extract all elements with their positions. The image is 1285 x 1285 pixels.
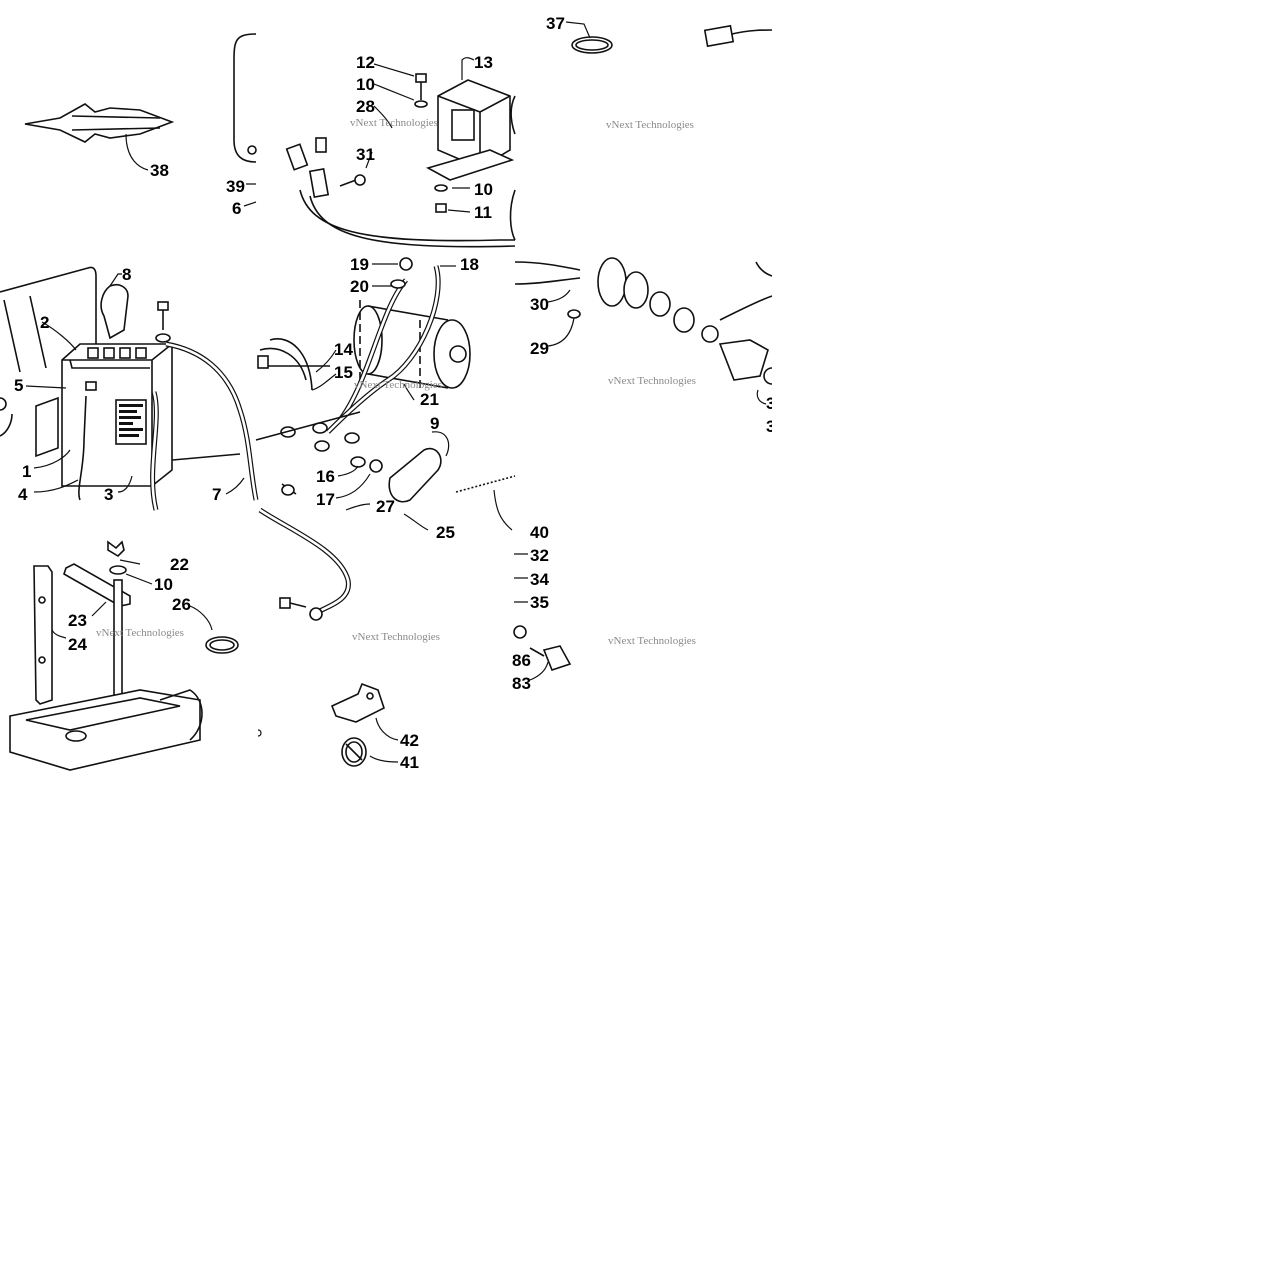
- callout-38: 38: [150, 161, 169, 180]
- part-27-terminal: [281, 483, 297, 496]
- callout-2: 2: [40, 313, 49, 332]
- part-38-decal: [24, 103, 175, 171]
- part-24-strap: [33, 565, 53, 705]
- watermarks: vNext Technologies vNext Technologies vN…: [96, 117, 696, 647]
- callout-39: 39: [226, 177, 245, 196]
- callout-34: 34: [530, 570, 549, 589]
- callout-32: 32: [530, 546, 549, 565]
- callout-17: 17: [316, 490, 335, 509]
- callout-11: 11: [474, 203, 492, 222]
- callout-9: 9: [430, 414, 439, 433]
- part-26-clamp: [205, 636, 239, 654]
- callout-15: 15: [334, 363, 353, 382]
- callout-26: 26: [172, 595, 191, 614]
- part-31-screw: [339, 174, 366, 187]
- callout-21: 21: [420, 390, 439, 409]
- part-39-panel: [233, 33, 257, 207]
- callout-16: 16: [316, 467, 335, 486]
- callout-10: 10: [154, 575, 173, 594]
- part-bolt-battery: [155, 301, 171, 343]
- callout-1: 1: [22, 462, 31, 481]
- watermark-text: vNext Technologies: [608, 635, 696, 647]
- callout-3: 3: [104, 485, 113, 504]
- callout-14: 14: [334, 340, 353, 359]
- part-8-terminal-boot: [100, 273, 129, 340]
- part-9-boot: [388, 447, 442, 503]
- callout-41: 41: [400, 753, 419, 772]
- callout-42: 42: [400, 731, 419, 750]
- part-30-ignition-switch: [514, 257, 781, 385]
- part-7-cable: [165, 341, 351, 621]
- part-12-bolt: [414, 73, 448, 213]
- watermark-text: vNext Technologies: [350, 117, 438, 129]
- callout-6: 6: [232, 199, 241, 218]
- callout-10: 10: [474, 180, 493, 199]
- callout-7: 7: [212, 485, 221, 504]
- part-21-starter: [353, 300, 471, 390]
- callout-22: 22: [170, 555, 189, 574]
- part-18-cable: [326, 265, 441, 434]
- part-29-bulb: [567, 309, 581, 319]
- callout-27: 27: [376, 497, 395, 516]
- callout-8: 8: [122, 265, 131, 284]
- callout-83: 83: [512, 674, 531, 693]
- callout-86: 86: [512, 651, 531, 670]
- part-40-conduit: [455, 475, 516, 531]
- watermark-text: vNext Technologies: [96, 627, 184, 639]
- callout-19: 19: [350, 255, 369, 274]
- part-33-key: [513, 625, 572, 671]
- part-42-bracket: [330, 682, 385, 723]
- watermark-text: vNext Technologies: [354, 379, 442, 391]
- part-13-solenoid: [425, 57, 515, 181]
- callout-3-cut: 3: [766, 394, 775, 413]
- callout-23: 23: [68, 611, 87, 630]
- part-4-cable: [78, 391, 159, 511]
- part-41-clamp: [341, 737, 367, 767]
- callout-4: 4: [18, 485, 28, 504]
- callout-3-cut: 3: [766, 417, 775, 436]
- watermark-text: vNext Technologies: [352, 631, 440, 643]
- callout-37: 37: [546, 14, 565, 33]
- callout-labels: 1 2 3 4 5 6 7 8 9 10 10 10 11 12 13 14 1…: [14, 14, 775, 772]
- callout-25: 25: [436, 523, 455, 542]
- callout-28: 28: [356, 97, 375, 116]
- part-28-fuse-holder: [285, 137, 516, 248]
- callout-24: 24: [68, 635, 87, 654]
- part-19-nut: [390, 257, 413, 289]
- callout-13: 13: [474, 53, 493, 72]
- part-connector: [703, 24, 773, 48]
- callout-31: 31: [356, 145, 375, 164]
- callout-5: 5: [14, 376, 23, 395]
- watermark-text: vNext Technologies: [608, 375, 696, 387]
- part-5-bracket: [35, 396, 59, 458]
- part-37-strap: [565, 21, 613, 54]
- callout-12: 12: [356, 53, 375, 72]
- callout-30: 30: [530, 295, 549, 314]
- part-22-wing-nut: [107, 540, 127, 575]
- part-14-harness: [257, 338, 330, 391]
- callout-29: 29: [530, 339, 549, 358]
- callout-18: 18: [460, 255, 479, 274]
- callout-10: 10: [356, 75, 375, 94]
- part-tray: [9, 689, 203, 771]
- callout-35: 35: [530, 593, 549, 612]
- watermark-text: vNext Technologies: [606, 119, 694, 131]
- part-16-washers: [255, 411, 383, 473]
- callout-40: 40: [530, 523, 549, 542]
- callout-20: 20: [350, 277, 369, 296]
